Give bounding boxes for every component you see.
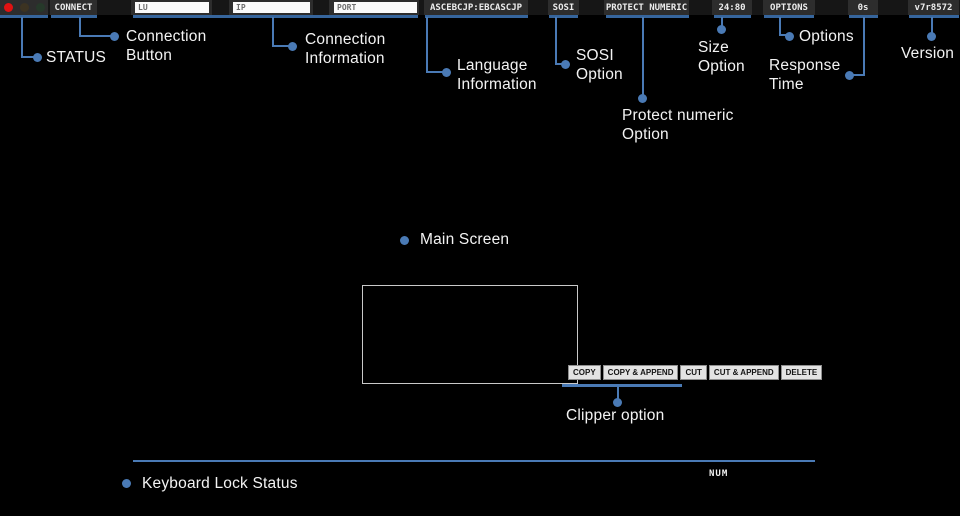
- delete-button[interactable]: DELETE: [780, 365, 823, 380]
- annotation-clipper-option: Clipper option: [566, 407, 665, 424]
- callout-dot: [613, 398, 622, 407]
- callout-line: [863, 17, 865, 76]
- callout-dot: [717, 25, 726, 34]
- callout-line: [272, 45, 290, 47]
- connect-button[interactable]: CONNECT: [50, 0, 97, 15]
- underline-connection-info: [133, 15, 418, 18]
- callout-dot: [288, 42, 297, 51]
- options-label: OPTIONS: [770, 2, 808, 13]
- underline-protect-numeric: [606, 15, 689, 18]
- annotation-sosi-option: SOSI Option: [576, 47, 623, 83]
- language-info-label: ASCEBCJP:EBCASCJP: [429, 2, 523, 13]
- callout-line: [272, 17, 274, 47]
- port-input[interactable]: [334, 2, 417, 13]
- underline-version: [909, 15, 959, 18]
- callout-line: [79, 35, 111, 37]
- size-item[interactable]: 24:80: [712, 0, 752, 15]
- underline-size: [714, 15, 751, 18]
- annotation-keyboard-lock-status: Keyboard Lock Status: [142, 475, 298, 492]
- annotation-size-option: Size Option: [698, 39, 745, 75]
- callout-dot: [561, 60, 570, 69]
- annotation-main-screen: Main Screen: [420, 231, 510, 248]
- underline-options: [764, 15, 814, 18]
- maximize-button[interactable]: [35, 3, 45, 12]
- callout-line: [555, 17, 557, 65]
- callout-line: [555, 63, 564, 65]
- copy-button[interactable]: COPY: [568, 365, 601, 380]
- callout-line: [852, 74, 865, 76]
- annotation-response-time: Response Time: [769, 57, 841, 93]
- underline-sosi: [549, 15, 578, 18]
- annotation-protect-numeric-option: Protect numeric Option: [622, 107, 734, 143]
- callout-line: [20, 56, 35, 58]
- cut-button[interactable]: CUT: [680, 365, 707, 380]
- underline-language-info: [425, 15, 528, 18]
- cut-append-button[interactable]: CUT & APPEND: [708, 365, 779, 380]
- annotation-options: Options: [799, 28, 854, 45]
- size-label: 24:80: [718, 2, 746, 13]
- sosi-item[interactable]: SOSI: [548, 0, 579, 15]
- version-value: v7r8572: [914, 2, 953, 13]
- response-time-value: 0s: [857, 2, 869, 13]
- annotation-status: STATUS: [46, 49, 107, 66]
- close-button[interactable]: [3, 3, 13, 12]
- protect-numeric-label: PROTECT NUMERIC: [605, 2, 688, 13]
- callout-dot: [33, 53, 42, 62]
- callout-line: [426, 71, 444, 73]
- callout-line: [931, 17, 933, 34]
- callout-dot: [442, 68, 451, 77]
- copy-append-button[interactable]: COPY & APPEND: [602, 365, 679, 380]
- lu-input[interactable]: [135, 2, 209, 13]
- protect-numeric-item[interactable]: PROTECT NUMERIC: [604, 0, 689, 15]
- main-screen-area[interactable]: [362, 285, 578, 384]
- annotation-language-information: Language Information: [457, 57, 537, 93]
- callout-line: [20, 17, 23, 58]
- underline-status: [0, 15, 48, 18]
- annotation-version: Version: [901, 45, 955, 62]
- underline-response-time: [849, 15, 878, 18]
- keyboard-lock-status-line: [133, 460, 815, 462]
- callout-dot: [110, 32, 119, 41]
- callout-dot: [927, 32, 936, 41]
- callout-dot: [845, 71, 854, 80]
- callout-line: [79, 17, 81, 37]
- callout-line: [779, 17, 781, 36]
- ip-input[interactable]: [233, 2, 310, 13]
- sosi-label: SOSI: [552, 2, 575, 13]
- window-controls: [0, 0, 48, 15]
- callout-line: [721, 17, 723, 27]
- language-info-item[interactable]: ASCEBCJP:EBCASCJP: [424, 0, 528, 15]
- callout-line: [426, 17, 428, 73]
- callout-dot: [122, 479, 131, 488]
- annotation-connection-button: Connection Button: [126, 28, 207, 64]
- version-item: v7r8572: [908, 0, 959, 15]
- connect-button-label: CONNECT: [54, 2, 93, 13]
- options-item[interactable]: OPTIONS: [763, 0, 815, 15]
- callout-dot: [400, 236, 409, 245]
- callout-underline: [562, 384, 682, 387]
- num-lock-indicator: NUM: [709, 469, 729, 479]
- underline-connect: [51, 15, 97, 18]
- clipper-menu: COPY COPY & APPEND CUT CUT & APPEND DELE…: [568, 365, 823, 380]
- annotation-connection-information: Connection Information: [305, 31, 386, 67]
- callout-line: [642, 17, 644, 95]
- callout-dot: [785, 32, 794, 41]
- response-time-item: 0s: [848, 0, 878, 15]
- minimize-button[interactable]: [19, 3, 29, 12]
- callout-dot: [638, 94, 647, 103]
- callout-line: [617, 387, 619, 399]
- callout-line: [779, 34, 788, 36]
